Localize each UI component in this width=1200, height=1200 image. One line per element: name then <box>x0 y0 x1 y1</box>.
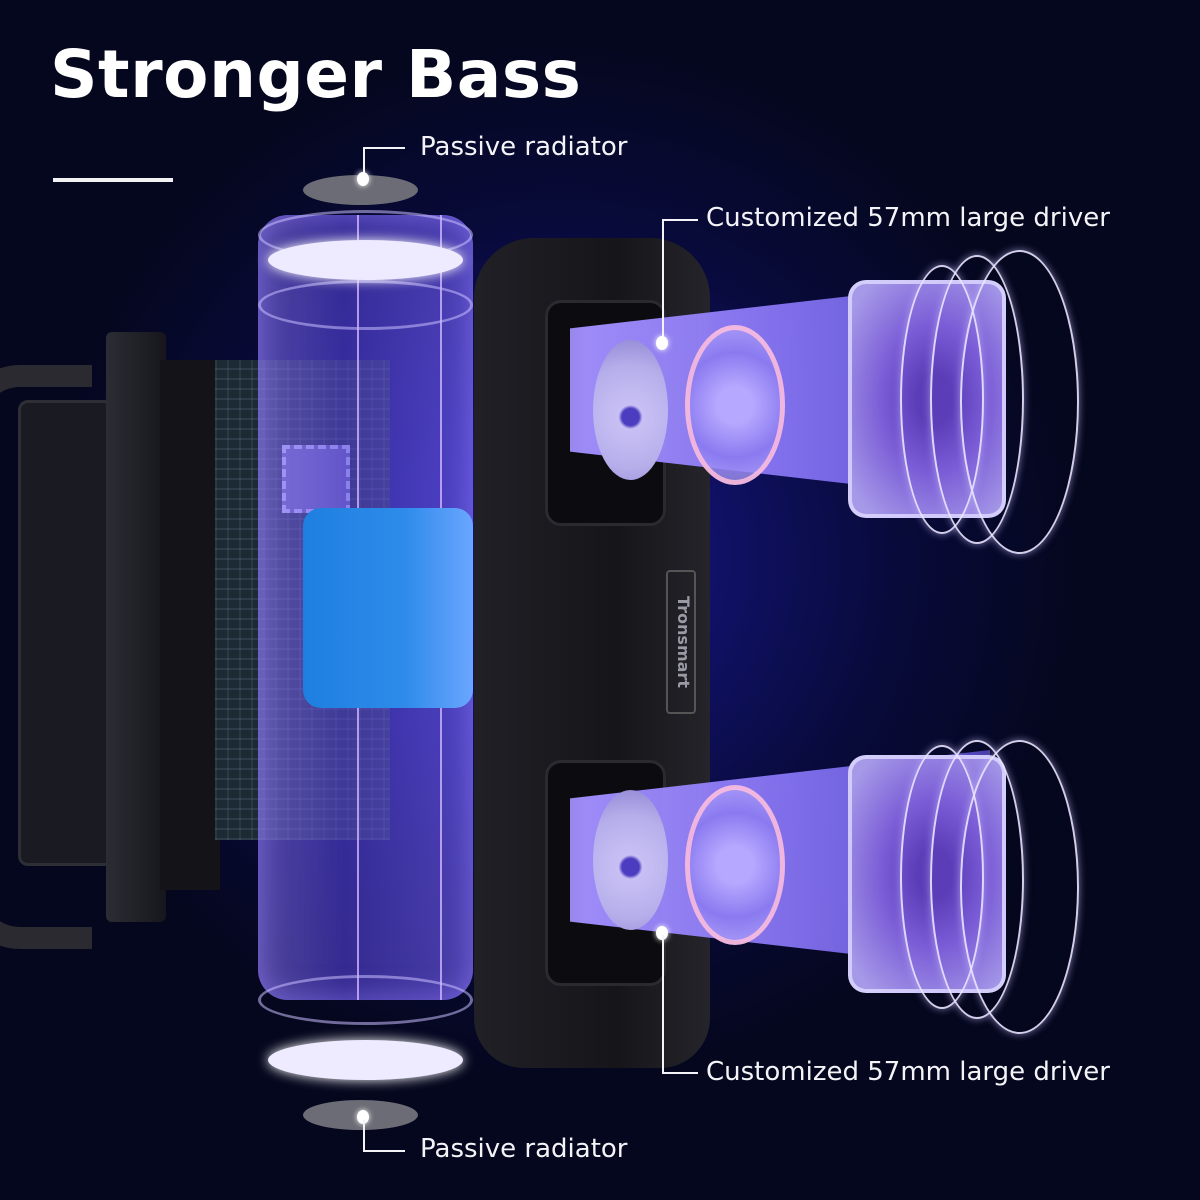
leader-line <box>662 219 698 341</box>
housing-frame <box>106 332 166 922</box>
callout-label: Passive radiator <box>420 132 628 162</box>
callout-dot <box>357 1110 369 1124</box>
leader-line <box>363 1120 405 1152</box>
brand-logo: Tronsmart <box>666 570 696 714</box>
page-title: Stronger Bass <box>50 36 582 113</box>
leader-line <box>363 147 405 179</box>
driver-voice-coil <box>685 785 785 945</box>
driver-magnet <box>593 340 668 480</box>
callout-dot <box>656 336 668 350</box>
radiator-ring-bottom <box>258 975 473 1025</box>
speaker-handle <box>0 365 92 949</box>
leader-line <box>662 935 698 1074</box>
radiator-diaphragm-top <box>268 240 463 280</box>
callout-label: Customized 57mm large driver <box>706 1057 1110 1087</box>
radiator-diaphragm-bottom <box>268 1040 463 1080</box>
side-panel <box>18 400 114 866</box>
callout-dot <box>357 172 369 186</box>
callout-dot <box>656 926 668 940</box>
callout-label: Customized 57mm large driver <box>706 203 1110 233</box>
driver-magnet <box>593 790 668 930</box>
driver-voice-coil <box>685 325 785 485</box>
callout-label: Passive radiator <box>420 1134 628 1164</box>
sound-wave-ring <box>960 250 1079 554</box>
battery-pack <box>303 508 473 708</box>
title-underline <box>53 178 173 182</box>
sound-wave-ring <box>960 740 1079 1034</box>
inner-frame <box>160 360 220 890</box>
chamber-ring <box>258 280 473 330</box>
